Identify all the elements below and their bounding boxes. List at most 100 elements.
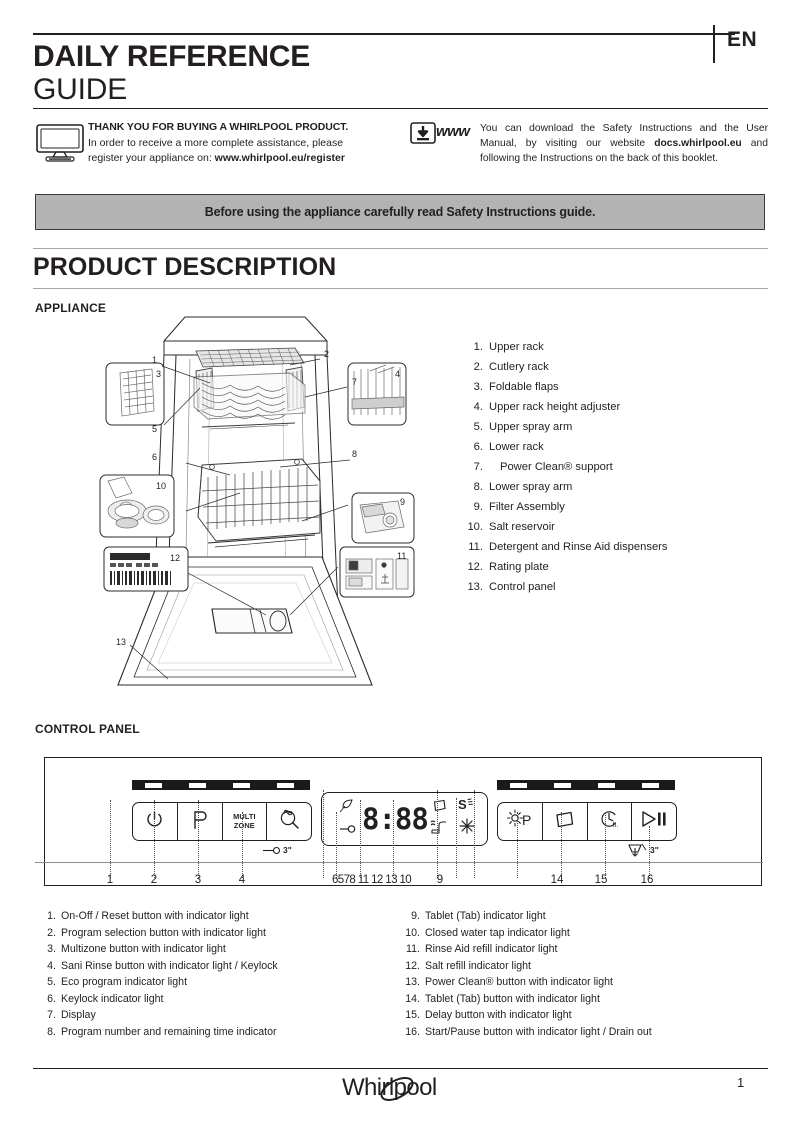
appliance-part-label: Detergent and Rinse Aid dispensers [489,541,668,553]
header-top-rule [33,33,735,35]
program-selection-button[interactable] [178,803,223,840]
svg-text:13: 13 [116,637,126,647]
appliance-part-label: Rating plate [489,561,549,573]
indicator-bar-left [132,780,310,790]
leader-5 [336,812,337,878]
appliance-part-label: Lower spray arm [489,481,573,493]
appliance-part-label: Upper rack height adjuster [489,401,621,413]
delay-button[interactable]: h. [588,803,633,840]
svg-text:8: 8 [352,449,357,459]
appliance-part-label: Filter Assembly [489,501,565,513]
register-url[interactable]: www.whirlpool.eu/register [214,152,345,164]
www-label: www [436,123,470,140]
appliance-part-number: 1. [473,341,483,353]
legend-item: 10.Closed water tap indicator light [400,925,760,942]
svg-text:3": 3" [650,845,659,855]
leader-2 [154,800,155,878]
legend-text: Display [61,1009,96,1021]
cp-numbers-display: 6578 11 12 13 10 [332,874,412,886]
leader-9 [437,790,438,878]
leader-6 [323,790,324,878]
legend-text: Delay button with indicator light [425,1009,572,1021]
keylock-icon [339,821,357,839]
appliance-part-item: 13.Control panel [463,577,783,597]
leader-10 [456,798,457,878]
legend-item: 12.Salt refill indicator light [400,958,760,975]
svg-text:P: P [522,812,531,828]
legend-text: Tablet (Tab) indicator light [425,910,546,922]
appliance-part-item: 1.Upper rack [463,337,783,357]
legend-item: 11.Rinse Aid refill indicator light [400,941,760,958]
legend-number: 8. [47,1025,56,1038]
power-clean-button[interactable]: P [498,803,543,840]
legend-text: Eco program indicator light [61,976,188,988]
appliance-part-item: 5.Upper spray arm [463,417,783,437]
header-bottom-rule [33,108,768,109]
appliance-part-label: Salt reservoir [489,521,555,533]
appliance-part-item: 9.Filter Assembly [463,497,783,517]
sani-rinse-button[interactable] [267,803,311,840]
whirlpool-logo: Whirlpool [340,1072,470,1106]
product-description-heading: PRODUCT DESCRIPTION [33,253,337,281]
legend-text: On-Off / Reset button with indicator lig… [61,910,249,922]
start-pause-icon [640,810,668,833]
appliance-part-item: 12. Rating plate [463,557,783,577]
display-window: 8:88 S [321,792,488,846]
salt-s-icon: S [458,797,476,818]
svg-text:3": 3" [283,845,292,855]
svg-text:6: 6 [152,452,157,462]
svg-text:S: S [458,797,467,812]
product-description-top-rule [33,248,768,249]
appliance-part-item: 3.Foldable flaps [463,377,783,397]
tablet-button[interactable] [543,803,588,840]
appliance-part-number: 11. [468,541,483,553]
legend-text: Program selection button with indicator … [61,926,266,939]
page-title-line1: DAILY REFERENCE [33,40,311,73]
start-pause-button[interactable] [632,803,676,840]
on-off-reset-button[interactable] [133,803,178,840]
legend-item: 9.Tablet (Tab) indicator light [400,908,760,925]
water-tap-icon [430,818,448,839]
drain-out-hint: 3" [626,843,670,863]
language-code: EN [727,28,758,51]
control-panel-heading: CONTROL PANEL [35,722,140,736]
svg-text:2: 2 [324,349,329,359]
legend-number: 4. [47,959,56,972]
docs-url[interactable]: docs.whirlpool.eu [654,138,742,150]
download-text-pre: You can download the Safety Instructions… [480,123,768,150]
svg-text:12: 12 [170,553,180,563]
p-program-icon [192,810,208,834]
eco-leaf-icon [339,799,355,818]
legend-number: 13. [405,976,420,988]
svg-text:11: 11 [397,551,406,561]
legend-item: 6.Keylock indicator light [36,991,386,1008]
svg-text:10: 10 [156,481,166,491]
cp-number-16: 16 [640,874,654,886]
thank-you-title: THANK YOU FOR BUYING A WHIRLPOOL PRODUCT… [88,121,349,133]
legend-item: 13.Power Clean® button with indicator li… [400,974,760,991]
tablet-icon [554,811,575,833]
svg-text:7: 7 [352,377,357,387]
control-panel-legend-column-1: 1.On-Off / Reset button with indicator l… [36,908,386,1040]
svg-text:5: 5 [152,424,157,434]
appliance-part-number: 3. [473,381,483,393]
legend-number: 2. [47,926,56,939]
footer-rule [33,1068,768,1069]
leader-15 [605,812,606,878]
appliance-part-label: Cutlery rack [489,361,549,373]
thank-you-line2: In order to receive a more complete assi… [88,137,344,149]
appliance-part-label: Power Clean® support [500,461,613,473]
computer-monitor-icon [36,124,84,162]
svg-text:9: 9 [400,497,405,507]
appliance-part-number: 5. [473,421,483,433]
legend-number: 14. [405,992,420,1005]
legend-text: Sani Rinse button with indicator light /… [61,959,278,972]
keylock-hint: 3" [261,844,303,862]
legend-item: 5.Eco program indicator light [36,974,386,991]
appliance-part-number: 12. [467,561,483,573]
page-number: 1 [737,1075,745,1090]
